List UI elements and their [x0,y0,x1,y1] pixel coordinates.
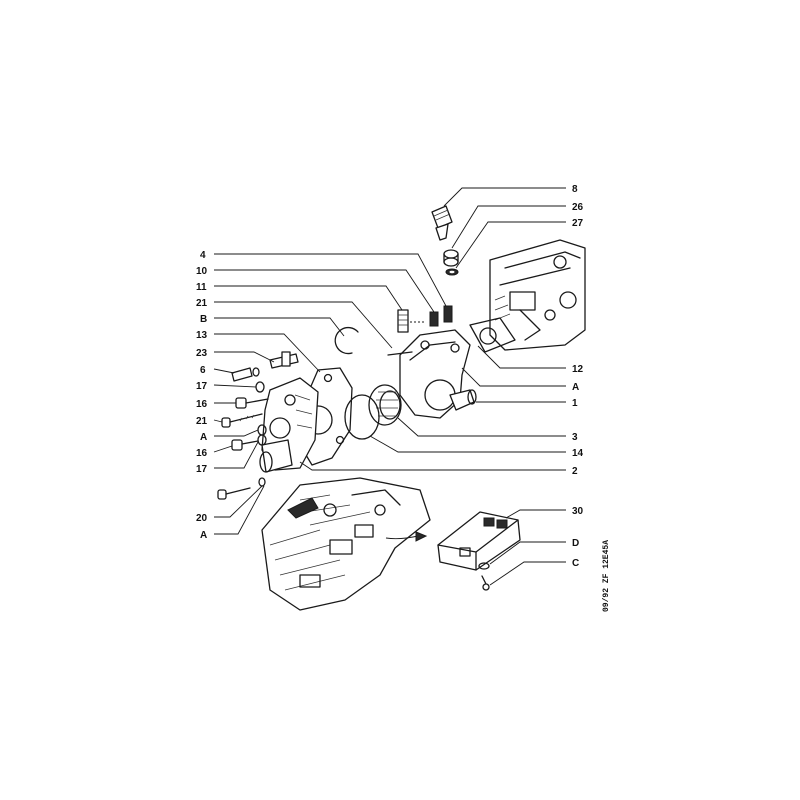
callout-A-bottom: A [200,530,207,541]
callout-17-bottom: 17 [196,464,208,475]
callout-21-mid: 21 [196,416,208,427]
thermostat-drawing [368,384,402,426]
callouts-right: 8 26 27 12 A 1 3 14 2 30 D C [572,184,584,569]
callout-D: D [572,538,579,549]
callout-11: 11 [196,282,207,293]
engine-block-drawing [469,239,586,353]
callout-12: 12 [572,364,584,375]
callout-2: 2 [572,466,578,477]
callout-16-top: 16 [196,399,208,410]
callout-A-right: A [572,382,579,393]
callout-B: B [200,314,207,325]
bolt-group-drawing [217,351,299,500]
callout-10: 10 [196,266,208,277]
callout-3: 3 [572,432,578,443]
relay-box-drawing [437,511,521,591]
callout-A-left: A [200,432,207,443]
callouts-left: 4 10 11 21 B 13 23 6 17 16 21 A 16 17 20… [196,250,208,541]
reference-code: 09/92 ZF 12E45A [602,540,611,612]
callout-21-top: 21 [196,298,208,309]
callout-6: 6 [200,365,206,376]
thermostat-housing-drawing [387,329,477,419]
callout-20: 20 [196,513,208,524]
callout-27: 27 [572,218,584,229]
callout-14: 14 [572,448,584,459]
sensor-switches-drawing [397,305,453,333]
leader-lines-left [213,253,447,535]
callout-26: 26 [572,202,584,213]
callout-8: 8 [572,184,578,195]
o-ring-drawing [344,394,380,440]
water-pump-drawing [259,377,319,473]
circlip-drawing [334,326,359,355]
leader-lines-right [299,187,566,586]
temperature-sensor-drawing [431,205,453,241]
callout-13: 13 [196,330,208,341]
callout-16-bottom: 16 [196,448,208,459]
sealing-washer-drawing [445,268,459,276]
callout-30: 30 [572,506,584,517]
callout-C: C [572,558,579,569]
callout-1: 1 [572,398,578,409]
callout-17-top: 17 [196,381,208,392]
callout-4: 4 [200,250,206,261]
callout-23: 23 [196,348,208,359]
drain-plug-drawing [443,249,459,267]
engine-bay-inset-drawing [261,477,431,611]
